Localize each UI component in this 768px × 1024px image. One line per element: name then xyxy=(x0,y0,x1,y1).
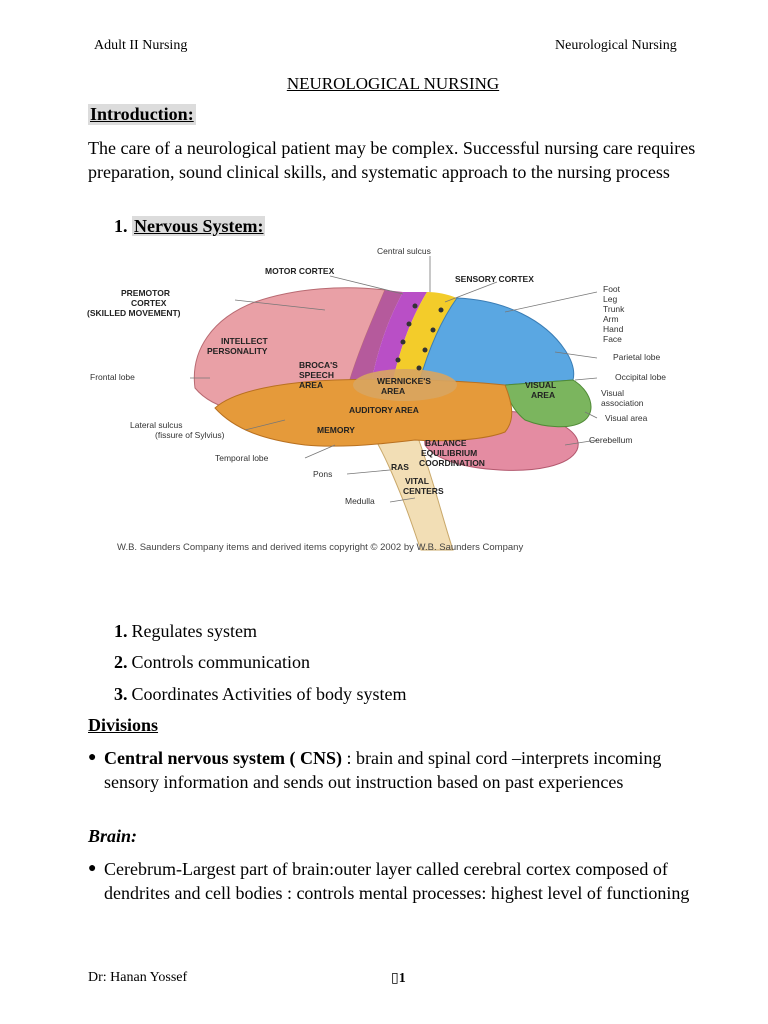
nervous-system-label: Nervous System: xyxy=(132,216,266,236)
label-broca-1: BROCA'S xyxy=(299,360,338,370)
label-vital-1: VITAL xyxy=(405,476,429,486)
label-intellect-2: PERSONALITY xyxy=(207,346,268,356)
label-leg: Leg xyxy=(603,294,617,304)
header-left: Adult II Nursing xyxy=(94,38,188,53)
sensory-dot xyxy=(438,307,444,313)
label-central-sulcus: Central sulcus xyxy=(377,246,431,256)
function-text: Coordinates Activities of body system xyxy=(131,684,407,704)
sensory-dot xyxy=(400,339,406,345)
label-broca-3: AREA xyxy=(299,380,323,390)
function-item-1: 1.Regulates system xyxy=(114,621,257,642)
label-trunk: Trunk xyxy=(603,304,625,314)
label-broca-2: SPEECH xyxy=(299,370,334,380)
cns-term: Central nervous system ( CNS) xyxy=(104,748,342,768)
label-pons: Pons xyxy=(313,469,332,479)
divisions-heading: Divisions xyxy=(88,715,159,735)
label-balance-1: BALANCE xyxy=(425,438,467,448)
sensory-dot xyxy=(416,365,422,371)
sensory-dot xyxy=(422,347,428,353)
label-medulla: Medulla xyxy=(345,496,375,506)
label-lateral-sulcus-1: Lateral sulcus xyxy=(130,420,182,430)
occipital-lobe-shape xyxy=(504,379,592,428)
sensory-cortex-shape xyxy=(391,292,457,390)
leader-lines xyxy=(190,256,598,503)
label-visual-area-2: AREA xyxy=(531,390,555,400)
brainstem-shape xyxy=(369,429,454,551)
label-hand: Hand xyxy=(603,324,624,334)
label-lateral-sulcus-2: (fissure of Sylvius) xyxy=(155,430,225,440)
label-face: Face xyxy=(603,334,622,344)
nervous-system-number: 1. xyxy=(114,216,128,236)
label-balance-3: COORDINATION xyxy=(419,458,485,468)
bullet-dot: ● xyxy=(88,750,97,765)
footer-page: ▯1 xyxy=(391,970,406,987)
wernicke-area-shape xyxy=(353,369,457,401)
sensory-dot xyxy=(430,327,436,333)
brain-heading: Brain: xyxy=(88,826,138,846)
footer-author: Dr: Hanan Yossef xyxy=(88,970,188,985)
intro-heading: Introduction: xyxy=(88,104,196,125)
figure-copyright: W.B. Saunders Company items and derived … xyxy=(117,542,523,553)
label-wernicke-1: WERNICKE'S xyxy=(377,376,431,386)
diagram-labels: Central sulcus MOTOR CORTEX SENSORY CORT… xyxy=(87,246,666,506)
cns-text-block: Central nervous system ( CNS) : brain an… xyxy=(104,746,704,794)
label-cerebellum: Cerebellum xyxy=(589,435,632,445)
label-premotor-2: CORTEX xyxy=(131,298,167,308)
label-premotor-3: (SKILLED MOVEMENT) xyxy=(87,308,181,318)
function-text: Regulates system xyxy=(131,621,257,641)
page-mark: ▯ xyxy=(391,971,399,986)
label-motor-cortex: MOTOR CORTEX xyxy=(265,266,335,276)
label-premotor-1: PREMOTOR xyxy=(121,288,170,298)
sensory-dot xyxy=(395,357,401,363)
sensory-dot xyxy=(406,321,412,327)
label-arm: Arm xyxy=(603,314,619,324)
intro-paragraph: The care of a neurological patient may b… xyxy=(88,138,696,182)
function-number: 2. xyxy=(114,652,128,672)
cns-description: : brain and spinal cord –interprets inco… xyxy=(104,748,662,792)
label-temporal-lobe: Temporal lobe xyxy=(215,453,269,463)
function-item-3: 3.Coordinates Activities of body system xyxy=(114,684,406,705)
function-number: 3. xyxy=(114,684,128,704)
label-visual-area-small: Visual area xyxy=(605,413,648,423)
nervous-system-heading: 1. Nervous System: xyxy=(114,216,266,237)
label-balance-2: EQUILIBRIUM xyxy=(421,448,477,458)
cerebrum-text: Cerebrum-Largest part of brain:outer lay… xyxy=(104,859,690,903)
label-sensory-cortex: SENSORY CORTEX xyxy=(455,274,534,284)
label-vital-2: CENTERS xyxy=(403,486,444,496)
header-right: Neurological Nursing xyxy=(555,38,677,53)
label-visual-assoc-1: Visual xyxy=(601,388,624,398)
label-foot: Foot xyxy=(603,284,621,294)
sensory-dot xyxy=(412,303,418,309)
function-text: Controls communication xyxy=(131,652,310,672)
label-visual-assoc-2: association xyxy=(601,398,644,408)
label-visual-area-1: VISUAL xyxy=(525,380,556,390)
label-ras: RAS xyxy=(391,462,409,472)
motor-cortex-shape xyxy=(370,292,427,390)
label-memory: MEMORY xyxy=(317,425,355,435)
label-auditory: AUDITORY AREA xyxy=(349,405,419,415)
function-number: 1. xyxy=(114,621,128,641)
label-intellect-1: INTELLECT xyxy=(221,336,269,346)
page-number: 1 xyxy=(398,971,406,986)
bullet-dot: ● xyxy=(88,861,97,876)
brain-regions xyxy=(193,287,592,551)
page-title: NEUROLOGICAL NURSING xyxy=(286,74,500,93)
function-item-2: 2.Controls communication xyxy=(114,652,310,673)
label-parietal-lobe: Parietal lobe xyxy=(613,352,661,362)
label-wernicke-2: AREA xyxy=(381,386,405,396)
label-occipital-lobe: Occipital lobe xyxy=(615,372,666,382)
label-frontal-lobe: Frontal lobe xyxy=(90,372,135,382)
brain-diagram: Central sulcus MOTOR CORTEX SENSORY CORT… xyxy=(87,246,666,553)
premotor-shape xyxy=(347,290,403,390)
